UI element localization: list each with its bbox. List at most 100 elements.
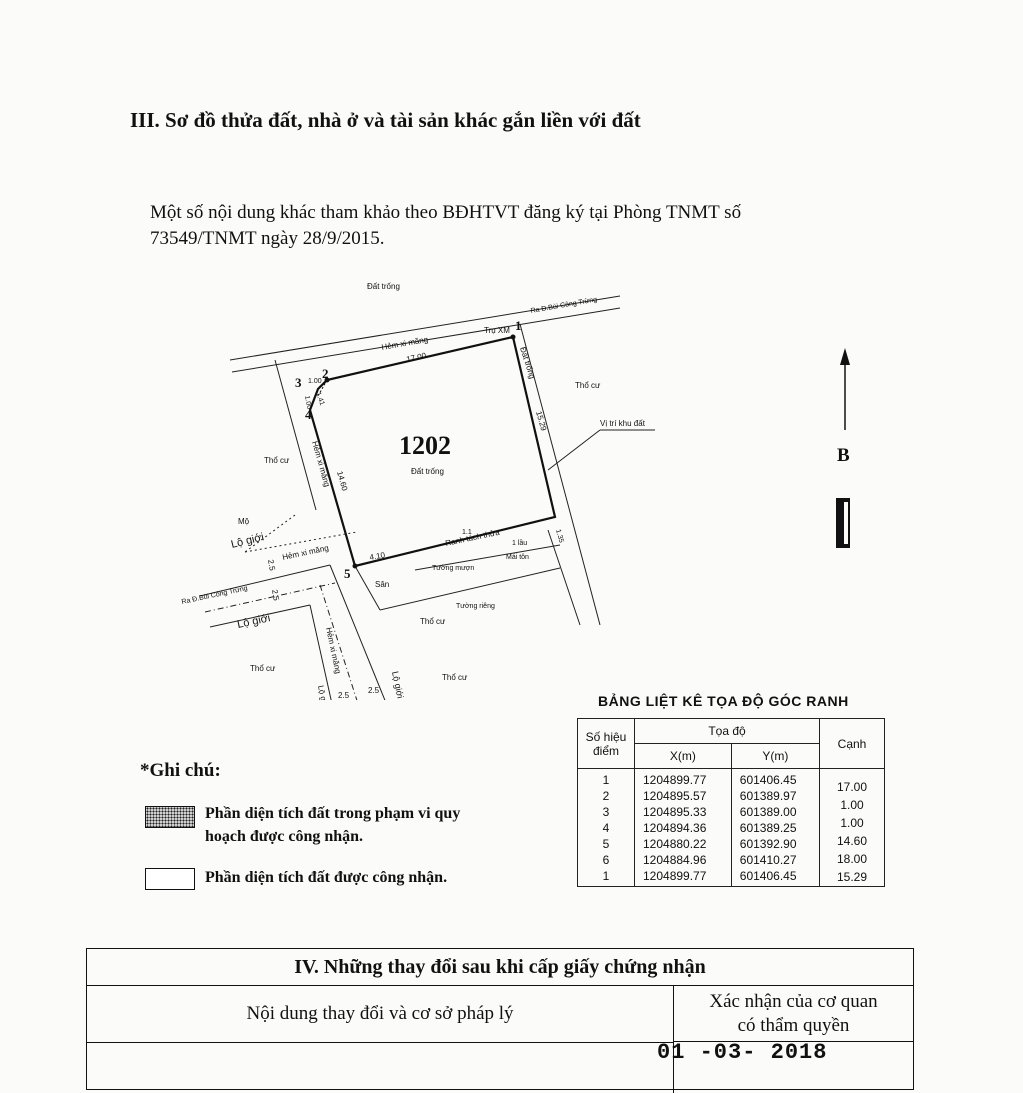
leader-line bbox=[547, 429, 601, 471]
label-hem-xi-mang-left: Hẻm xi măng bbox=[310, 440, 332, 488]
label-tuong-rieng: Tường riêng bbox=[456, 603, 495, 610]
corner-diagonal bbox=[317, 379, 328, 397]
vertical-lane-right bbox=[329, 564, 386, 700]
col-coord-header: Tọa độ bbox=[634, 718, 820, 744]
north-label: B bbox=[837, 445, 850, 466]
edge-label-3-4: 1.00 bbox=[303, 395, 312, 410]
compass-bar-inner bbox=[844, 502, 848, 544]
left-boundary-line bbox=[274, 359, 317, 511]
col-point-line2: điểm bbox=[592, 743, 619, 758]
edge-label-1-5: 15.29 bbox=[534, 410, 548, 432]
small-dim-label: 1.1 bbox=[462, 529, 472, 536]
borrowed-wall-line bbox=[414, 544, 561, 571]
label-tho-cu-mid: Thổ cư bbox=[420, 617, 446, 626]
road-line-top-inner bbox=[231, 307, 621, 373]
legend-item-1-line-1: Phần diện tích đất trong phạm vi quy bbox=[205, 805, 461, 822]
table-cell: 1204895.57 bbox=[643, 788, 707, 803]
table-cell: 1 bbox=[602, 868, 610, 883]
table-cell: 1.00 bbox=[840, 816, 864, 830]
parcel-use: Đất trống bbox=[411, 467, 444, 476]
table-cell: 1 bbox=[602, 772, 610, 787]
coord-table-title: BẢNG LIỆT KÊ TỌA ĐỘ GÓC RANH bbox=[598, 693, 849, 709]
table-cell: 4 bbox=[602, 820, 610, 835]
label-ra-bui-cong-trung-left: Ra Đ.Bùi Công Trừng bbox=[181, 585, 248, 606]
table-cell: 1204884.96 bbox=[643, 852, 707, 867]
legend-planned-area-swatch bbox=[145, 806, 195, 828]
label-lo-gioi-3: Lộ giới bbox=[390, 670, 405, 699]
section-4-table: IV. Những thay đổi sau khi cấp giấy chứn… bbox=[86, 948, 914, 1093]
confirmation-line-2: có thẩm quyền bbox=[737, 1015, 850, 1036]
x-column: 1204899.77 1204895.57 1204895.33 1204894… bbox=[634, 768, 732, 887]
lane-centerline bbox=[204, 582, 336, 613]
road-width-1: 2.5 bbox=[266, 559, 277, 572]
table-cell: 601389.97 bbox=[739, 788, 797, 803]
edge-label-2-3: 1.00 bbox=[308, 378, 322, 385]
table-cell: 1204880.22 bbox=[643, 836, 707, 851]
vertex-label-3: 3 bbox=[295, 375, 302, 390]
legend-item-1-line-2: hoạch được công nhận. bbox=[205, 828, 364, 845]
col-point-line1: Số hiệu bbox=[585, 729, 627, 744]
vertex-label-4: 4 bbox=[305, 407, 312, 422]
col-y-header: Y(m) bbox=[730, 743, 821, 769]
confirmation-line-1: Xác nhận của cơ quan bbox=[709, 991, 878, 1012]
table-cell: 1.00 bbox=[840, 798, 864, 812]
setback-line-2 bbox=[244, 514, 296, 553]
section-4-col-confirmation: Xác nhận của cơ quan có thẩm quyền bbox=[674, 986, 913, 1042]
table-cell: 601406.45 bbox=[739, 868, 797, 883]
right-boundary-line bbox=[519, 323, 601, 626]
table-cell: 5 bbox=[602, 836, 610, 851]
vertex-5 bbox=[352, 563, 358, 569]
label-lo-gioi-2: Lộ giới bbox=[236, 612, 271, 631]
table-cell: 18.00 bbox=[836, 852, 868, 866]
table-cell: 601410.27 bbox=[739, 852, 797, 867]
table-cell: 14.60 bbox=[836, 834, 868, 848]
edge-label-5-6: 4.10 bbox=[369, 550, 386, 562]
label-ranh-tach-thua: Ranh tách thửa bbox=[445, 528, 501, 548]
road-width-4: 2.5 bbox=[368, 686, 380, 695]
label-hem-xi-mang-vertical: Hẻm xi măng bbox=[324, 627, 343, 675]
vertex-label-1: 1 bbox=[515, 318, 522, 333]
table-cell: 2 bbox=[602, 788, 610, 803]
label-1-lau: 1 lầu bbox=[512, 538, 527, 547]
label-hem-xi-mang-top: Hẻm xi măng bbox=[381, 335, 429, 352]
table-cell: 601392.90 bbox=[739, 836, 797, 851]
vertex-1 bbox=[510, 334, 516, 340]
y-column: 601406.45 601389.97 601389.00 601389.25 … bbox=[730, 768, 821, 887]
section-4-title: IV. Những thay đổi sau khi cấp giấy chứn… bbox=[87, 949, 913, 986]
edge-label-1-2: 17.00 bbox=[406, 351, 428, 364]
section-4-col-content: Nội dung thay đổi và cơ sở pháp lý bbox=[87, 986, 674, 1043]
table-cell: 6 bbox=[602, 852, 610, 867]
vertex-label-2: 2 bbox=[322, 366, 329, 381]
label-tho-cu-right: Thổ cư bbox=[575, 381, 601, 390]
table-cell: 17.00 bbox=[836, 780, 868, 794]
col-x-header: X(m) bbox=[634, 743, 732, 769]
right-boundary-line-2 bbox=[547, 529, 581, 626]
table-cell: 601389.00 bbox=[739, 804, 797, 819]
label-tho-cu-left: Thổ cư bbox=[264, 456, 290, 465]
label-mai-ton: Mái tôn bbox=[506, 554, 529, 561]
edge-label-6-r: 1.35 bbox=[554, 529, 565, 544]
label-tru-xm: Trụ XM bbox=[484, 326, 510, 335]
table-cell: 1204899.77 bbox=[643, 868, 707, 883]
edge-label-2-4: 1.41 bbox=[314, 391, 325, 406]
setback-line-1 bbox=[244, 531, 358, 553]
table-cell: 3 bbox=[602, 804, 610, 819]
coord-table: Số hiệu điểm Tọa độ Cạnh X(m) Y(m) 1 2 3… bbox=[577, 718, 885, 887]
reference-line-1: Một số nội dung khác tham khảo theo BĐHT… bbox=[150, 202, 742, 223]
label-san: Sân bbox=[375, 580, 389, 589]
table-cell: 1204895.33 bbox=[643, 804, 707, 819]
vertical-lane-left bbox=[309, 604, 332, 700]
label-mo: Mộ bbox=[238, 517, 250, 526]
vertical-lane-centerline bbox=[319, 584, 358, 700]
label-tuong-muon: Tường mượn bbox=[432, 565, 474, 572]
table-cell: 1204899.77 bbox=[643, 772, 707, 787]
section-3-title: III. Sơ đồ thửa đất, nhà ở và tài sản kh… bbox=[130, 108, 641, 132]
road-width-2: 2.5 bbox=[270, 589, 281, 602]
label-dat-trong-top: Đất trống bbox=[367, 282, 400, 291]
parcel-number: 1202 bbox=[399, 431, 451, 460]
points-column: 1 2 3 4 5 6 1 bbox=[577, 768, 635, 887]
label-lo-gioi-1: Lộ giới bbox=[230, 531, 265, 551]
road-line-top-outer bbox=[229, 295, 621, 361]
table-cell: 601406.45 bbox=[739, 772, 797, 787]
table-cell: 1204894.36 bbox=[643, 820, 707, 835]
